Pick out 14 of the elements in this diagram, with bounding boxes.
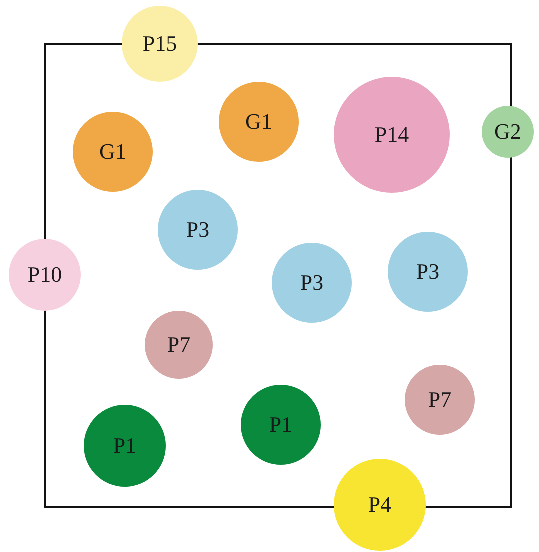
- circle-node: P3: [158, 190, 238, 270]
- circle-node: P14: [334, 77, 450, 193]
- circle-node: P10: [9, 239, 81, 311]
- circle-node: P3: [388, 232, 468, 312]
- circle-node: G2: [482, 106, 534, 158]
- circle-node: P3: [272, 243, 352, 323]
- circle-node: P7: [405, 365, 475, 435]
- circle-node: P1: [84, 405, 166, 487]
- circle-node: P4: [334, 459, 426, 551]
- circle-node: G1: [73, 112, 153, 192]
- circle-node: P15: [122, 6, 198, 82]
- circle-node: G1: [219, 82, 299, 162]
- circle-node: P1: [241, 385, 321, 465]
- circle-node: P7: [145, 311, 213, 379]
